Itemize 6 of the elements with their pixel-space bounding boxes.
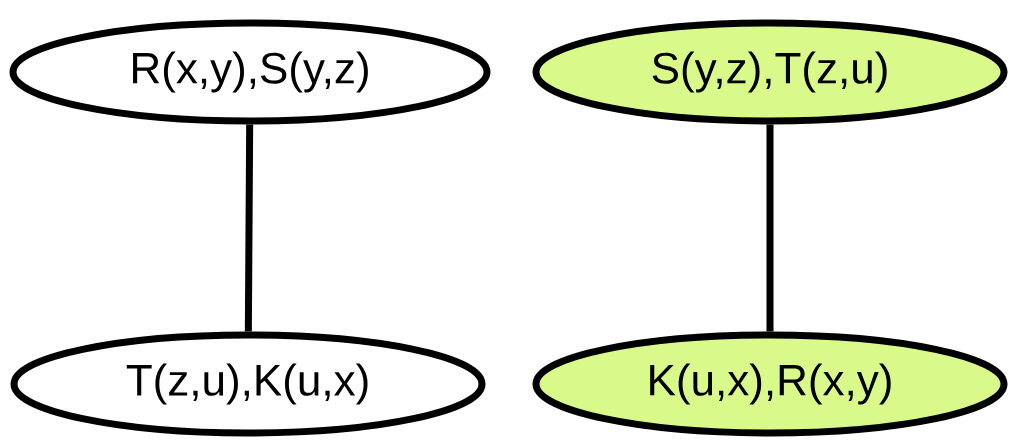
ellipse-node: R(x,y),S(y,z)	[9, 19, 491, 125]
ellipse-node: K(u,x),R(x,y)	[532, 331, 1008, 437]
connector-line	[244, 124, 254, 332]
ellipse-node: T(z,u),K(u,x)	[10, 331, 486, 437]
ellipse-node: S(y,z),T(z,u)	[532, 19, 1008, 125]
connector-line	[766, 124, 774, 332]
